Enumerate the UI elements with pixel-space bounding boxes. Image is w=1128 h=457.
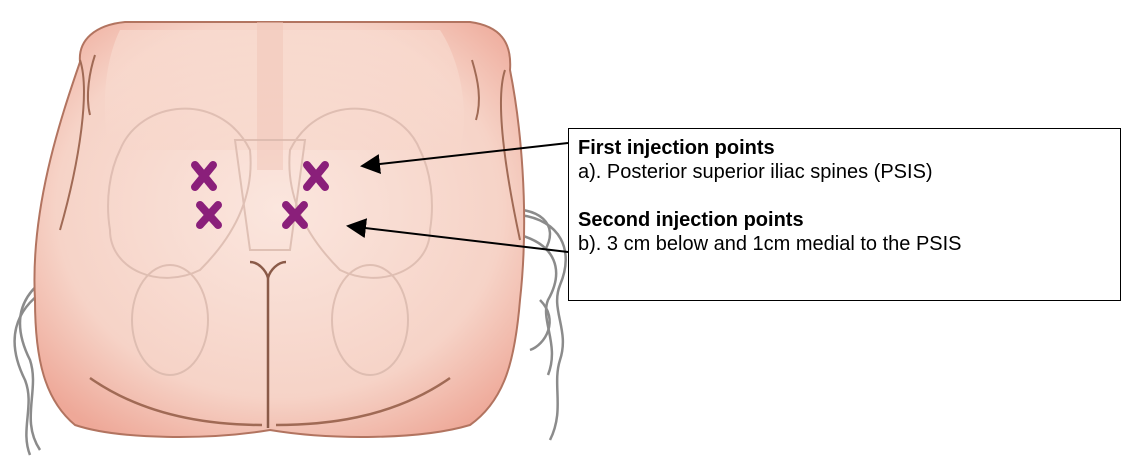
second-injection-detail: b). 3 cm below and 1cm medial to the PSI… (578, 232, 1120, 256)
buttocks-figure (34, 22, 524, 437)
first-injection-detail: a). Posterior superior iliac spines (PSI… (578, 160, 1120, 184)
second-injection-heading: Second injection points (578, 208, 1120, 232)
injection-points-callout: First injection points a). Posterior sup… (568, 128, 1121, 301)
first-injection-heading: First injection points (578, 136, 1120, 160)
